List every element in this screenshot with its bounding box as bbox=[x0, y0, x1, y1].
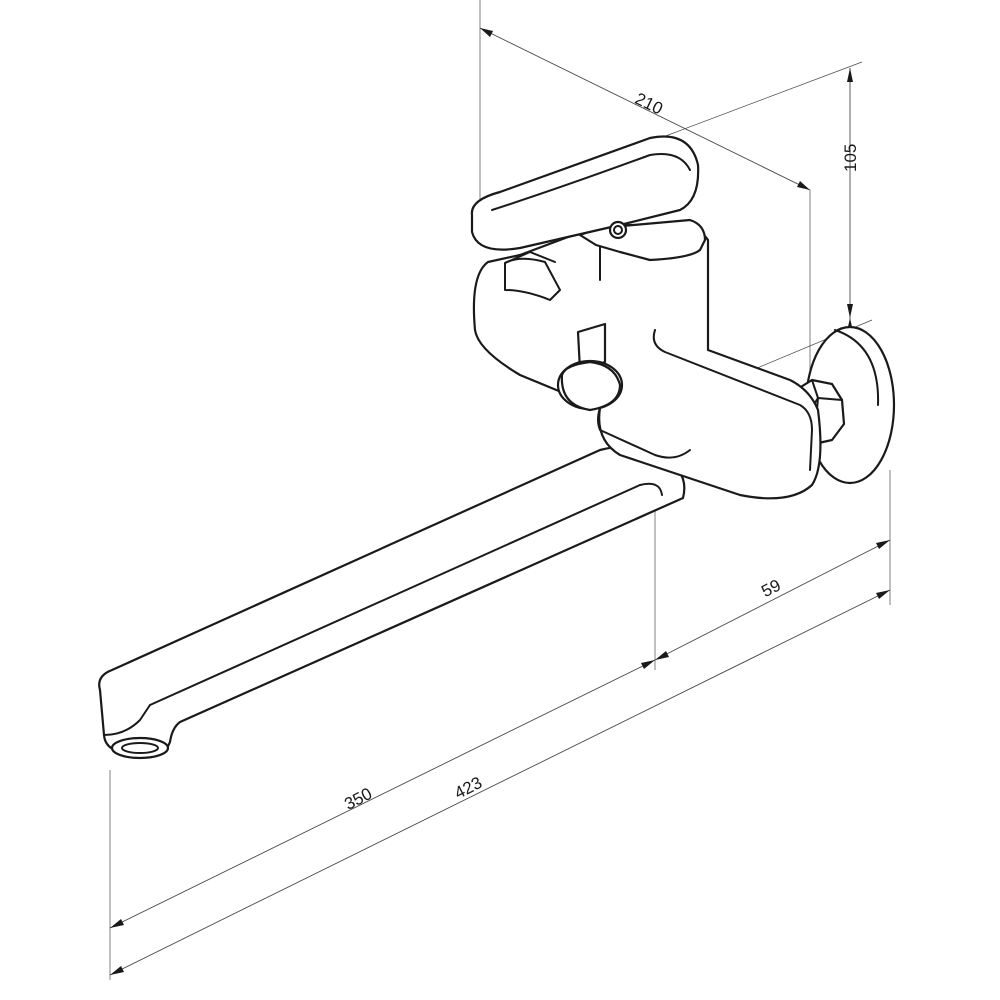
spout bbox=[98, 445, 686, 760]
dimension-59: 59 bbox=[654, 539, 891, 661]
diverter-knob bbox=[556, 322, 624, 412]
dim-label-59: 59 bbox=[758, 576, 783, 602]
mixer-body bbox=[472, 223, 822, 500]
handle-pivot-screw bbox=[608, 220, 628, 240]
dim-label-105: 105 bbox=[841, 144, 860, 172]
wall-flange bbox=[804, 325, 896, 485]
dim-label-423: 423 bbox=[451, 773, 485, 803]
aerator-outlet bbox=[110, 736, 170, 760]
dim-label-350: 350 bbox=[341, 784, 375, 814]
dim-label-210: 210 bbox=[632, 89, 666, 119]
lever-handle bbox=[470, 135, 700, 251]
dimension-105: 105 bbox=[841, 68, 860, 318]
